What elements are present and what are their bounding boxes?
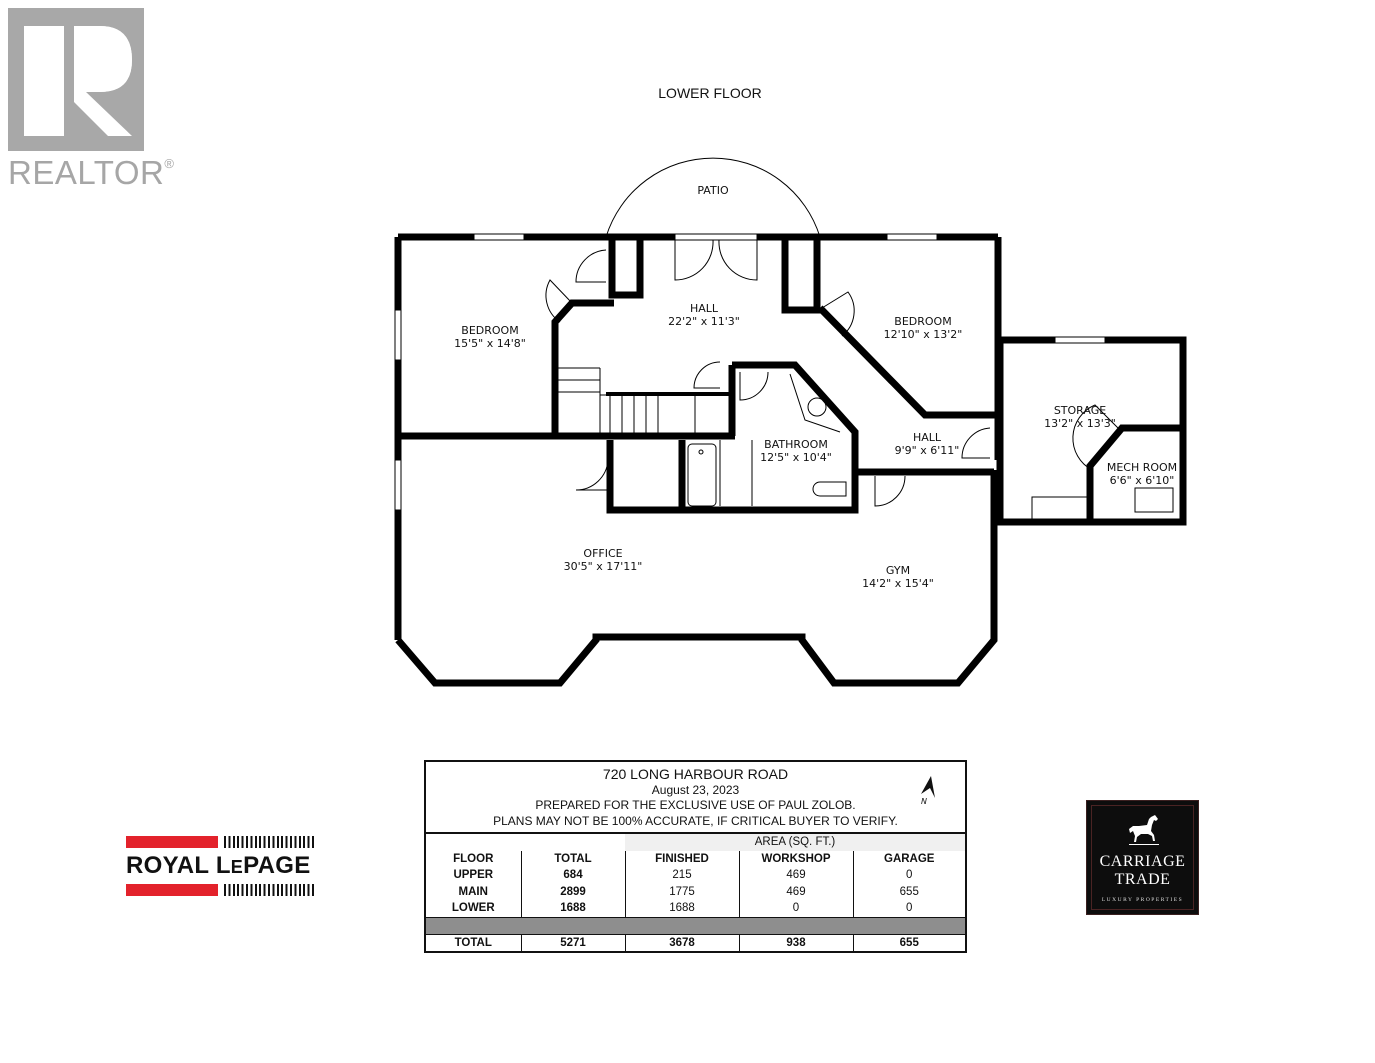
area-header: AREA (SQ. FT.) bbox=[625, 834, 965, 851]
horse-icon bbox=[1129, 815, 1159, 845]
room-storage-dims: 13'2" x 13'3" bbox=[1044, 417, 1116, 430]
room-gym-dims: 14'2" x 15'4" bbox=[862, 577, 934, 590]
carriage-trade-logo: CARRIAGE TRADE LUXURY PROPERTIES bbox=[1086, 800, 1199, 915]
red-bar-bottom bbox=[126, 884, 218, 896]
room-patio-name: PATIO bbox=[697, 184, 729, 197]
red-bar-top bbox=[126, 836, 218, 848]
room-office-dims: 30'5" x 17'11" bbox=[564, 560, 643, 573]
separator-row bbox=[426, 916, 965, 935]
table-row: UPPER 684 215 469 0 bbox=[426, 867, 965, 884]
royal-lepage-logo: ROYAL LEPAGE bbox=[126, 836, 316, 898]
room-hall-main-name: HALL bbox=[690, 302, 719, 315]
table-row: MAIN 2899 1775 469 655 bbox=[426, 883, 965, 900]
rlp-text-c: PAGE bbox=[243, 852, 311, 879]
rlp-text-a: ROYAL L bbox=[126, 852, 231, 879]
area-table: AREA (SQ. FT.) FLOOR TOTAL FINISHED WORK… bbox=[426, 834, 965, 951]
plan-date: August 23, 2023 bbox=[651, 782, 740, 797]
property-info-box: 720 LONG HARBOUR ROAD August 23, 2023 PR… bbox=[424, 760, 967, 953]
room-gym-name: GYM bbox=[886, 564, 910, 577]
tick-bar-top bbox=[224, 836, 314, 848]
patio-arc bbox=[605, 157, 821, 238]
col-total: TOTAL bbox=[520, 850, 625, 867]
floor-title: LOWER FLOOR bbox=[658, 85, 762, 101]
col-garage: GARAGE bbox=[852, 850, 965, 867]
svg-text:N: N bbox=[921, 797, 927, 806]
room-hall-main-dims: 22'2" x 11'3" bbox=[668, 315, 740, 328]
rlp-text-b: E bbox=[230, 857, 244, 877]
ct-line2: TRADE bbox=[1114, 871, 1171, 888]
table-row: LOWER 1688 1688 0 0 bbox=[426, 900, 965, 917]
room-bathroom-dims: 12'5" x 10'4" bbox=[760, 451, 832, 464]
ct-tagline: LUXURY PROPERTIES bbox=[1101, 897, 1184, 903]
room-office-name: OFFICE bbox=[583, 547, 622, 560]
room-bedroom-right-dims: 12'10" x 13'2" bbox=[884, 328, 963, 341]
room-storage-name: STORAGE bbox=[1054, 404, 1106, 417]
room-bathroom-name: BATHROOM bbox=[764, 438, 828, 451]
room-mech-dims: 6'6" x 6'10" bbox=[1110, 474, 1175, 487]
disclaimer: PLANS MAY NOT BE 100% ACCURATE, IF CRITI… bbox=[493, 813, 898, 828]
property-address: 720 LONG HARBOUR ROAD bbox=[602, 766, 789, 782]
ct-line1: CARRIAGE bbox=[1099, 853, 1186, 870]
prepared-for: PREPARED FOR THE EXCLUSIVE USE OF PAUL Z… bbox=[535, 798, 856, 812]
room-bedroom-left-name: BEDROOM bbox=[461, 324, 518, 337]
col-finished: FINISHED bbox=[624, 850, 739, 867]
realtor-logo: REALTOR® bbox=[8, 8, 174, 191]
room-mech-name: MECH ROOM bbox=[1107, 461, 1177, 474]
info-header: 720 LONG HARBOUR ROAD August 23, 2023 PR… bbox=[426, 762, 965, 834]
col-workshop: WORKSHOP bbox=[738, 850, 853, 867]
col-floor: FLOOR bbox=[453, 852, 494, 865]
room-hall-small-name: HALL bbox=[913, 431, 942, 444]
room-hall-small-dims: 9'9" x 6'11" bbox=[895, 444, 960, 457]
realtor-wordmark: REALTOR bbox=[8, 154, 165, 191]
north-arrow-icon: N bbox=[921, 776, 935, 806]
room-bedroom-left-dims: 15'5" x 14'8" bbox=[454, 337, 526, 350]
totals-row: TOTAL 5271 3678 938 655 bbox=[426, 934, 965, 951]
room-bedroom-right-name: BEDROOM bbox=[894, 315, 951, 328]
realtor-r-mark-icon bbox=[8, 8, 144, 151]
registered-mark: ® bbox=[164, 156, 175, 171]
tick-bar-bottom bbox=[224, 884, 314, 896]
